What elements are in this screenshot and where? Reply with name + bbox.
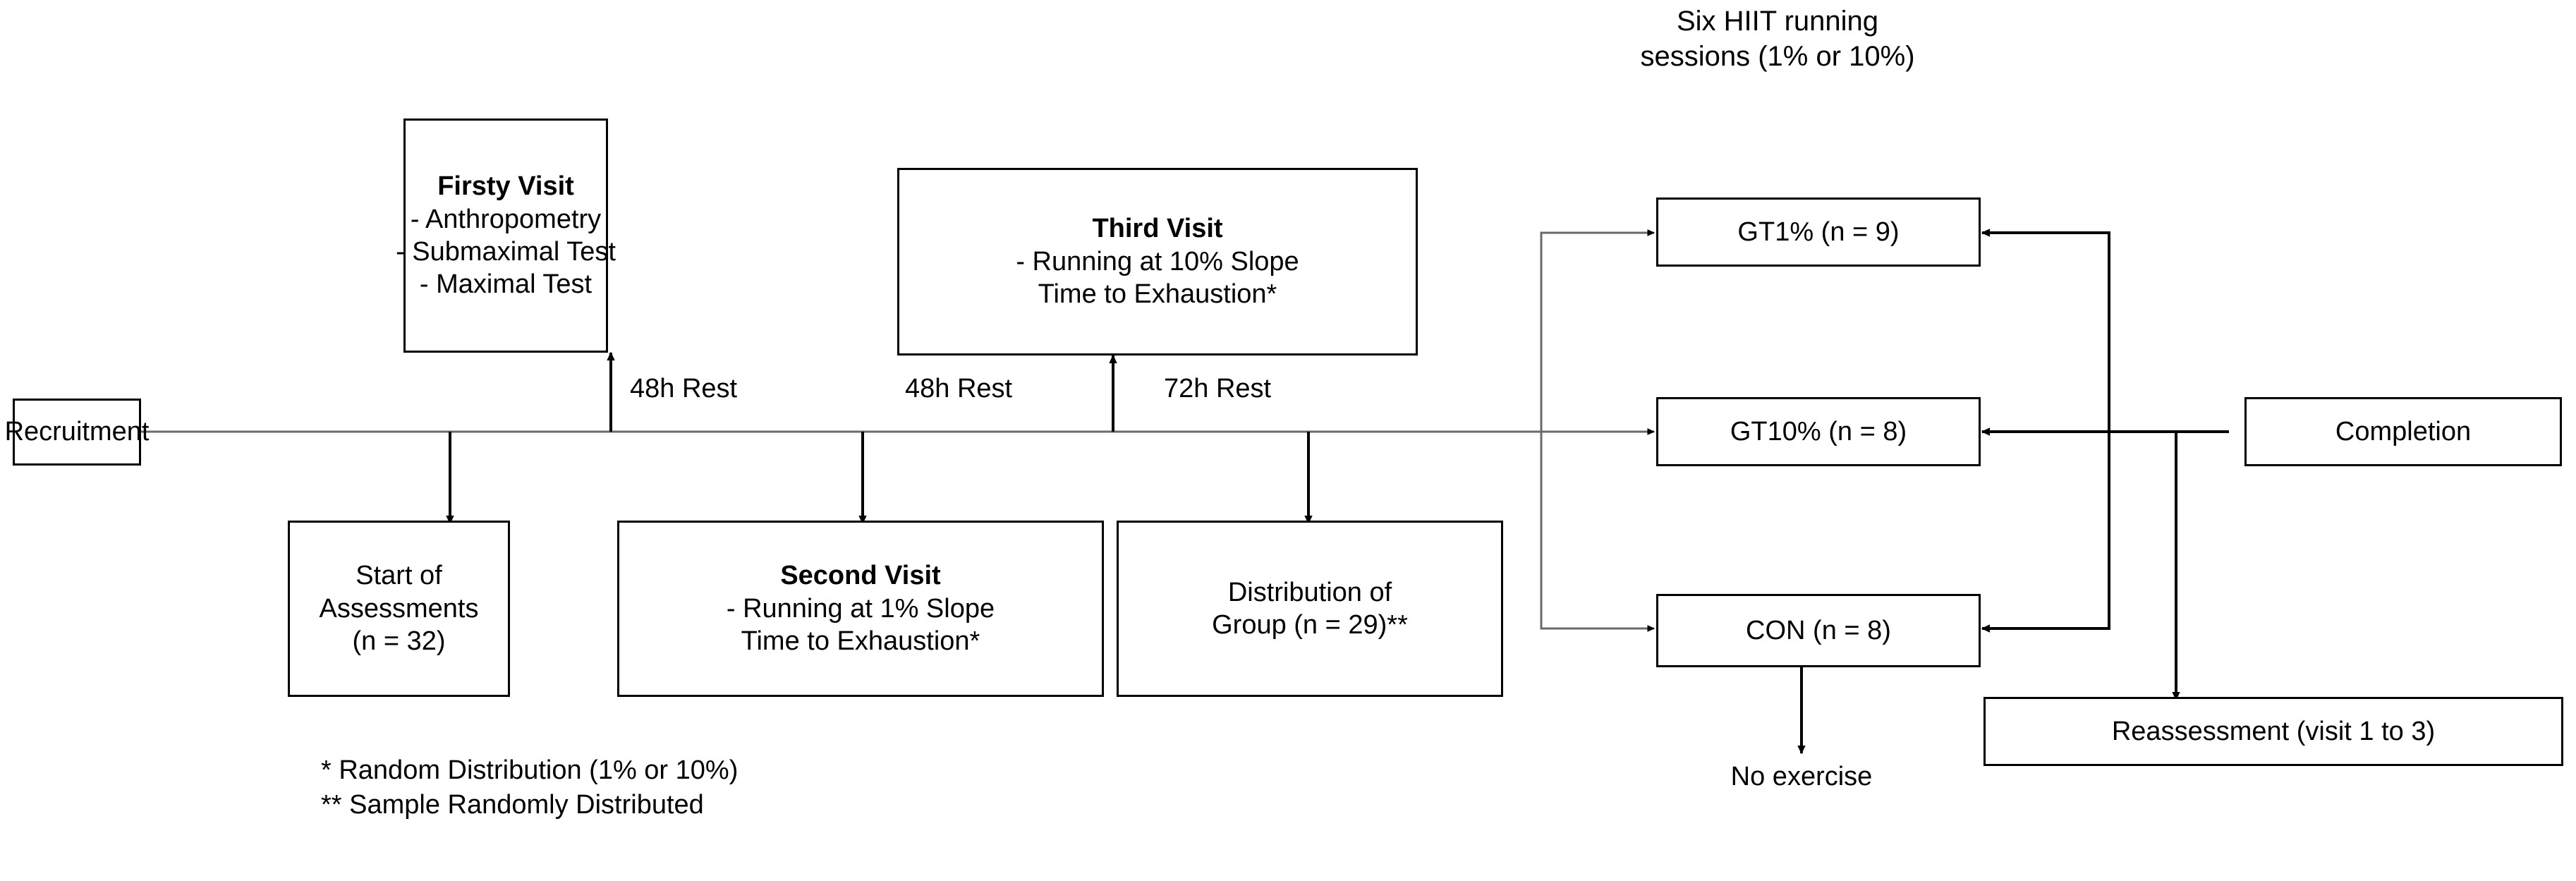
node-distribution-of-group[interactable]: Distribution of Group (n = 29)** [1117, 521, 1503, 697]
node-gt10[interactable]: GT10% (n = 8) [1656, 397, 1981, 466]
node-con-line-0: CON (n = 8) [1746, 615, 1891, 645]
node-start-line-0: Start of [356, 561, 442, 591]
node-second-visit[interactable]: Second Visit - Running at 1% Slope Time … [617, 521, 1104, 697]
node-distribution-line-1: Group (n = 29)** [1212, 610, 1408, 640]
node-third-visit-title: Third Visit [1092, 214, 1223, 244]
edge-branch-to-gt1 [1540, 229, 1655, 432]
node-first-visit-line-0: - Anthropometry [410, 204, 602, 234]
node-gt1-line-0: GT1% (n = 9) [1737, 217, 1900, 247]
node-start-line-1: Assessments [319, 593, 479, 624]
edge-loop-to-con [1981, 432, 2110, 633]
node-gt10-line-0: GT10% (n = 8) [1730, 416, 1907, 446]
node-completion[interactable]: Completion [2244, 397, 2562, 466]
node-first-visit-line-2: - Maximal Test [419, 269, 593, 300]
node-reassessment[interactable]: Reassessment (visit 1 to 3) [1983, 697, 2563, 766]
node-con[interactable]: CON (n = 8) [1656, 594, 1981, 667]
node-second-visit-title: Second Visit [780, 561, 941, 591]
edge-label-rest-3: 72h Rest [1164, 374, 1272, 403]
node-start-line-2: (n = 32) [352, 626, 446, 657]
node-recruitment[interactable]: Recruitment [5, 399, 149, 466]
node-third-visit-line-1: Time to Exhaustion* [1038, 279, 1277, 310]
edge-label-rest-2: 48h Rest [905, 374, 1013, 403]
node-first-visit-title: Firsty Visit [437, 171, 574, 202]
hiit-sessions-note: Six HIIT running sessions (1% or 10%) [1640, 6, 1915, 72]
footnotes: * Random Distribution (1% or 10%) ** Sam… [321, 755, 739, 820]
node-second-visit-line-0: - Running at 1% Slope [726, 593, 995, 624]
node-first-visit[interactable]: Firsty Visit - Anthropometry - Submaxima… [396, 119, 616, 353]
node-first-visit-line-1: - Submaximal Test [396, 237, 616, 267]
node-second-visit-line-1: Time to Exhaustion* [741, 626, 980, 657]
edge-branch-to-con [1540, 432, 1655, 632]
node-third-visit-line-0: - Running at 10% Slope [1016, 246, 1299, 277]
edge-label-rest-1: 48h Rest [630, 374, 738, 403]
node-gt1[interactable]: GT1% (n = 9) [1656, 198, 1981, 267]
edge-loop-to-gt1 [1981, 229, 2110, 432]
node-third-visit[interactable]: Third Visit - Running at 10% Slope Time … [897, 168, 1418, 356]
node-completion-line-0: Completion [2335, 416, 2472, 446]
node-reassessment-line-0: Reassessment (visit 1 to 3) [2111, 716, 2436, 746]
node-distribution-line-0: Distribution of [1227, 577, 1392, 607]
node-recruitment-line-0: Recruitment [4, 417, 150, 447]
label-no-exercise: No exercise [1730, 762, 1873, 791]
node-start-of-assessments[interactable]: Start of Assessments (n = 32) [288, 521, 510, 697]
